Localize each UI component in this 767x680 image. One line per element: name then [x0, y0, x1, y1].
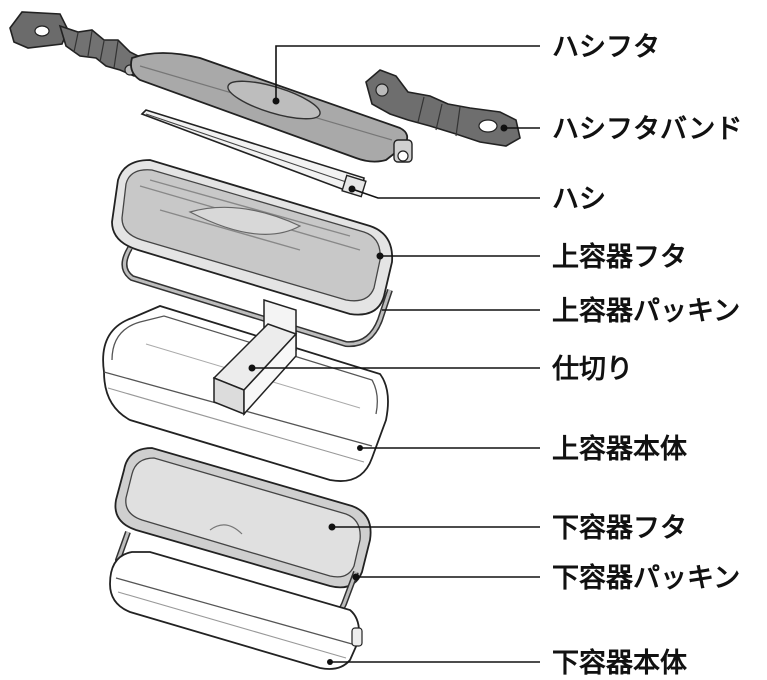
label-lower-body: 下容器本体	[552, 647, 688, 679]
label-divider: 仕切り	[551, 354, 633, 385]
chopstick-case-lid-illustration	[9, 11, 413, 163]
leader-chopsticks	[351, 188, 540, 199]
lower-lid-illustration	[114, 447, 372, 589]
chopstick-case-band-illustration	[365, 69, 521, 147]
label-lower-gasket: 下容器パッキン	[552, 562, 740, 594]
label-upper-lid: 上容器フタ	[552, 241, 687, 273]
leader-lines	[252, 45, 540, 663]
label-chopstick-case-band: ハシフタバンド	[552, 114, 742, 145]
label-lower-lid: 下容器フタ	[552, 512, 687, 544]
part-labels: ハシフタ ハシフタバンド ハシ 上容器フタ 上容器パッキン 仕切り 上容器本体 …	[551, 32, 742, 679]
upper-lid-illustration	[111, 159, 393, 348]
label-chopsticks: ハシ	[552, 184, 606, 215]
label-upper-gasket: 上容器パッキン	[552, 295, 740, 327]
label-chopstick-case-lid: ハシフタ	[552, 32, 660, 63]
chopsticks-illustration	[140, 109, 367, 198]
divider-illustration	[212, 298, 298, 416]
leader-chopstick-case-lid	[275, 45, 540, 101]
label-upper-body: 上容器本体	[552, 433, 688, 465]
